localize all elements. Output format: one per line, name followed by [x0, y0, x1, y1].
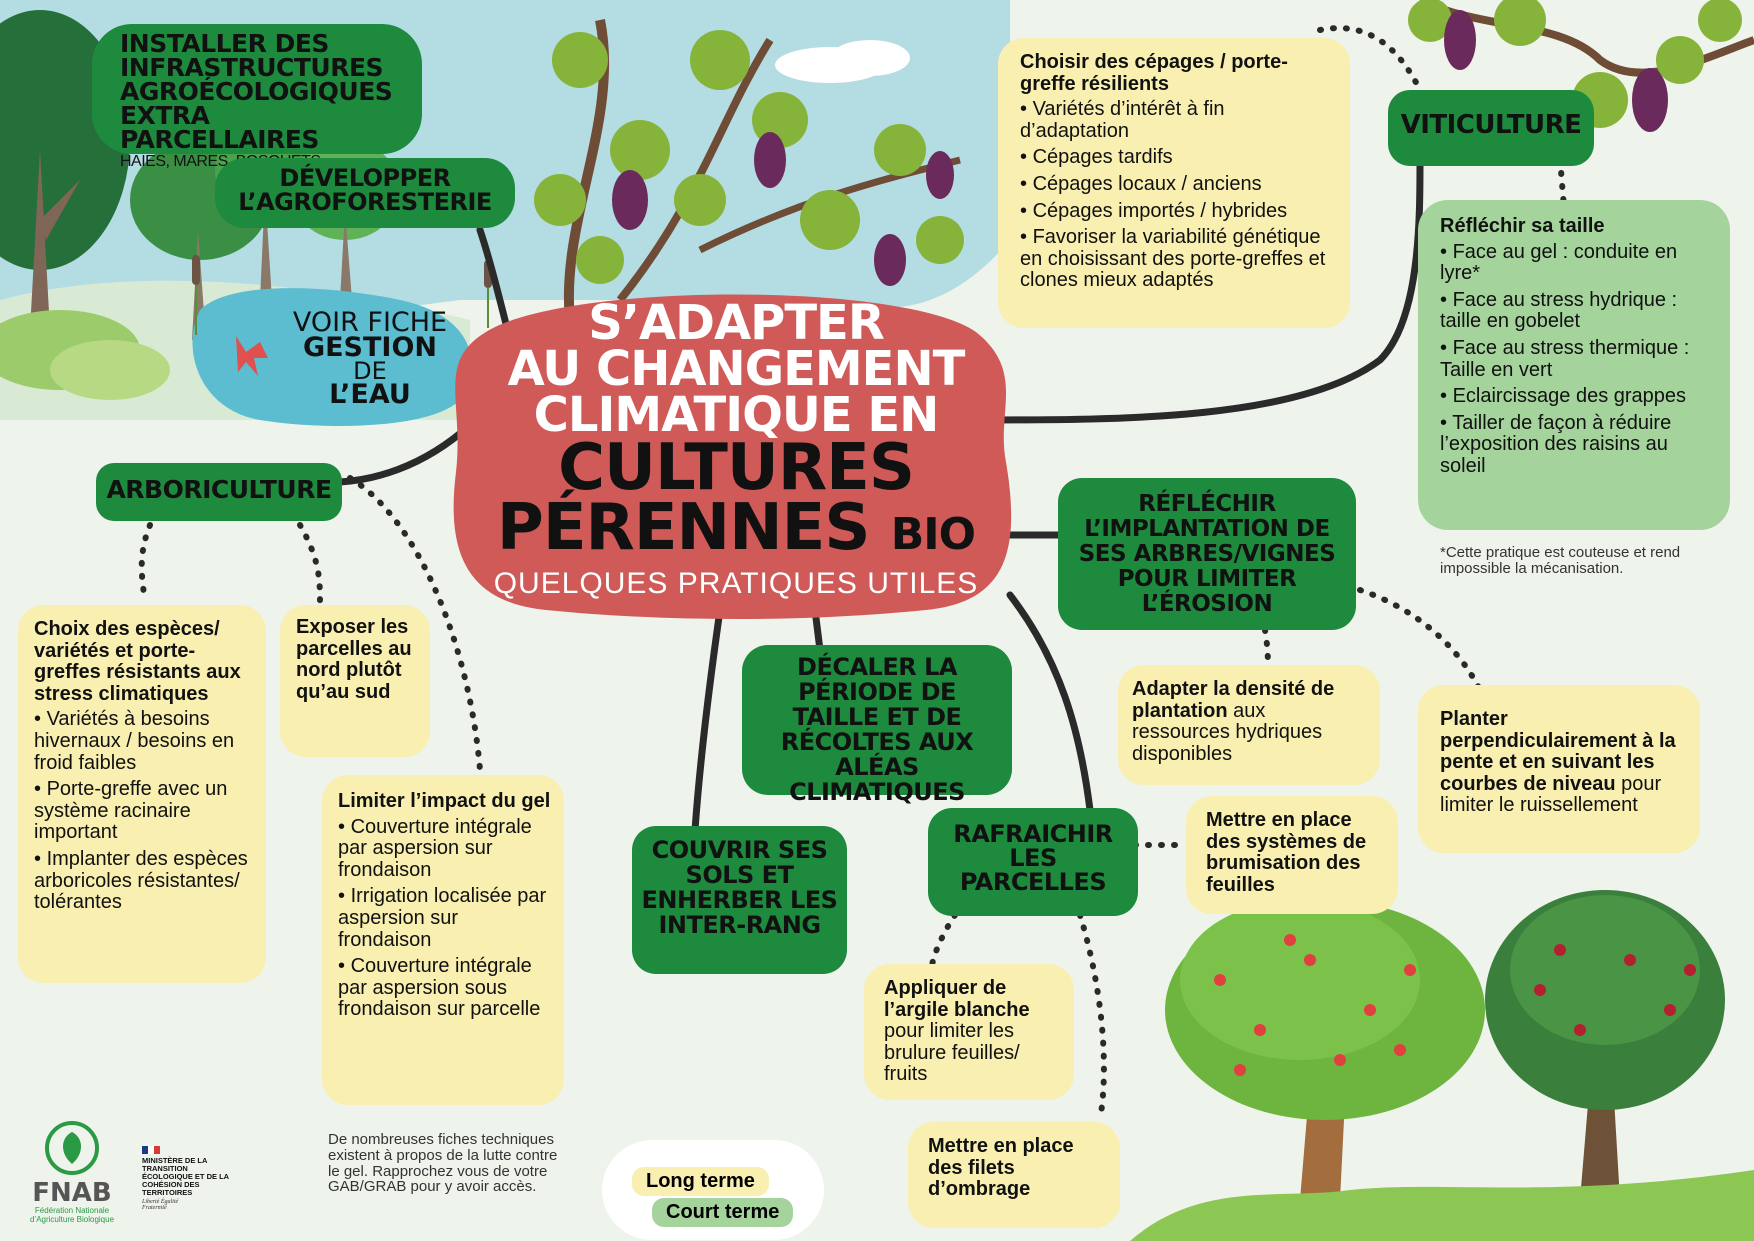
filets-card: Mettre en place des filets d’ombrage	[908, 1122, 1120, 1228]
cepages-item: Cépages importés / hybrides	[1020, 200, 1336, 223]
center-title-perennes: PÉRENNES	[496, 491, 871, 565]
vine-corner-illustration	[1408, 0, 1754, 132]
center-subtitle: QUELQUES PRATIQUES UTILES	[493, 567, 979, 600]
agroforesterie-title: DÉVELOPPER L’AGROFORESTERIE	[238, 164, 492, 216]
infrastructures-node: INSTALLER DES INFRASTRUCTURES AGROÉCOLOG…	[92, 24, 422, 170]
fnab-subtitle: Fédération Nationale d’Agriculture Biolo…	[29, 1206, 115, 1224]
couvrir-node: COUVRIR SES SOLS ET ENHERBER LES INTER-R…	[632, 826, 847, 974]
taille-item: Face au stress thermique : Taille en ver…	[1440, 337, 1718, 381]
fnab-name: FNAB	[32, 1178, 112, 1208]
choix-especes-card: Choix des espèces/ variétés et porte-gre…	[18, 605, 266, 983]
gel-list: Couverture intégrale par aspersion sur f…	[338, 816, 554, 1021]
taille-card: Réfléchir sa taille Face au gel : condui…	[1418, 200, 1730, 530]
densite-rest: aux ressources hydriques disponibles	[1132, 699, 1323, 765]
arrow-icon	[236, 336, 268, 376]
viticulture-label: VITICULTURE	[1400, 110, 1582, 140]
densite-card: Adapter la densité de plantation aux res…	[1118, 665, 1380, 785]
voir-fiche-line1: VOIR FICHE	[292, 307, 448, 338]
pond-shape	[192, 288, 472, 426]
ministere-name: MINISTÈRE DE LA TRANSITION ÉCOLOGIQUE ET…	[142, 1156, 229, 1197]
decaler-label: DÉCALER LA PÉRIODE DE TAILLE ET DE RÉCOL…	[780, 653, 974, 806]
cepages-item: Favoriser la variabilité génétique en ch…	[1020, 226, 1336, 292]
fnab-logo: FNAB Fédération Nationale d’Agriculture …	[22, 1120, 122, 1224]
exposer-text: Exposer les parcelles au nord plutôt qu’…	[296, 616, 412, 703]
taille-item: Face au stress hydrique : taille en gobe…	[1440, 289, 1718, 333]
gel-note: De nombreuses fiches techniques existent…	[328, 1131, 558, 1196]
center-title-line2: AU CHANGEMENT	[507, 341, 966, 397]
ministere-devise: Liberté Égalité Fraternité	[142, 1199, 179, 1211]
cepages-item: Cépages tardifs	[1020, 147, 1336, 169]
argile-bold: Appliquer de l’argile blanche	[884, 977, 1030, 1021]
center-blob	[453, 294, 1012, 619]
arboriculture-node: ARBORICULTURE	[96, 463, 342, 521]
brumisation-card: Mettre en place des systèmes de brumisat…	[1186, 796, 1398, 914]
gel-item: Couverture intégrale par aspersion sous …	[338, 955, 554, 1021]
infrastructures-title: INSTALLER DES INFRASTRUCTURES AGROÉCOLOG…	[120, 29, 393, 154]
legend-short-term: Court terme	[652, 1198, 794, 1227]
legend: Long terme Court terme	[602, 1140, 824, 1240]
brumisation-text: Mettre en place des systèmes de brumisat…	[1206, 809, 1367, 896]
gel-item: Couverture intégrale par aspersion sur f…	[338, 816, 554, 882]
choix-especes-list: Variétés à besoins hivernaux / besoins e…	[34, 709, 256, 913]
center-title-line4: CULTURES	[558, 431, 915, 505]
fnab-leaf-icon	[45, 1121, 99, 1175]
planter-bold: Planter perpendiculairement à la pente e…	[1440, 708, 1676, 795]
agroforesterie-node: DÉVELOPPER L’AGROFORESTERIE	[215, 158, 515, 228]
cepages-item: Variétés d’intérêt à fin d’adaptation	[1020, 98, 1336, 142]
center-title-bio: BIO	[890, 509, 976, 560]
argile-card: Appliquer de l’argile blanche pour limit…	[864, 964, 1074, 1100]
legend-long-term: Long terme	[632, 1167, 769, 1196]
taille-item: Eclaircissage des grappes	[1440, 386, 1718, 408]
couvrir-label: COUVRIR SES SOLS ET ENHERBER LES INTER-R…	[641, 836, 838, 939]
cepages-item: Cépages locaux / anciens	[1020, 173, 1336, 196]
argile-rest: pour limiter les brulure feuilles/ fruit…	[884, 1020, 1020, 1086]
decaler-node: DÉCALER LA PÉRIODE DE TAILLE ET DE RÉCOL…	[742, 645, 1012, 805]
arboriculture-label: ARBORICULTURE	[106, 475, 332, 504]
center-title-line1: S’ADAPTER	[588, 295, 885, 351]
ministere-logo: MINISTÈRE DE LA TRANSITION ÉCOLOGIQUE ET…	[142, 1146, 232, 1211]
gel-card: Limiter l’impact du gel Couverture intég…	[322, 775, 564, 1105]
viticulture-node: VITICULTURE	[1388, 90, 1594, 166]
taille-item: Tailler de façon à réduire l’exposition …	[1440, 412, 1718, 478]
choix-item: Porte-greffe avec un système racinaire i…	[34, 778, 256, 844]
taille-item: Face au gel : conduite en lyre*	[1440, 241, 1718, 285]
filets-text: Mettre en place des filets d’ombrage	[928, 1135, 1074, 1201]
taille-list: Face au gel : conduite en lyre* Face au …	[1440, 241, 1718, 478]
center-title-line3: CLIMATIQUE EN	[533, 387, 940, 443]
center-title: S’ADAPTER AU CHANGEMENT CLIMATIQUE EN CU…	[446, 295, 1026, 601]
densite-bold: Adapter la densité de plantation	[1132, 678, 1335, 722]
voir-fiche-line4: L’EAU	[329, 379, 411, 410]
cepages-list: Variétés d’intérêt à fin d’adaptation Cé…	[1020, 98, 1336, 292]
cepages-card: Choisir des cépages / porte-greffe résil…	[998, 38, 1350, 328]
planter-card: Planter perpendiculairement à la pente e…	[1418, 685, 1700, 853]
voir-fiche-line2: GESTION	[302, 332, 438, 363]
taille-title: Réfléchir sa taille	[1440, 215, 1605, 237]
taille-footnote: *Cette pratique est couteuse et rend imp…	[1440, 544, 1681, 577]
choix-especes-title: Choix des espèces/ variétés et porte-gre…	[34, 618, 241, 705]
gel-item: Irrigation localisée par aspersion sur f…	[338, 886, 554, 951]
choix-item: Implanter des espèces arboricoles résist…	[34, 848, 256, 914]
gel-title: Limiter l’impact du gel	[338, 790, 551, 812]
implantation-node: RÉFLÉCHIR L’IMPLANTATION DE SES ARBRES/V…	[1058, 478, 1356, 630]
exposer-card: Exposer les parcelles au nord plutôt qu’…	[280, 605, 430, 757]
vine-illustration	[534, 19, 964, 321]
rafraichir-node: RAFRAICHIR LES PARCELLES	[928, 808, 1138, 916]
fruit-trees-illustration	[1130, 890, 1754, 1241]
center-title-line5: PÉRENNES BIO	[446, 496, 1026, 565]
implantation-label: RÉFLÉCHIR L’IMPLANTATION DE SES ARBRES/V…	[1078, 491, 1336, 617]
cepages-title: Choisir des cépages / porte-greffe résil…	[1020, 51, 1288, 95]
choix-item: Variétés à besoins hivernaux / besoins e…	[34, 709, 256, 774]
voir-fiche-link[interactable]: VOIR FICHE GESTION DE L’EAU	[270, 307, 470, 410]
rafraichir-label: RAFRAICHIR LES PARCELLES	[953, 820, 1113, 896]
planter-rest: pour limiter le ruissellement	[1440, 772, 1662, 817]
voir-fiche-line3: DE	[353, 357, 387, 385]
french-flag-icon	[142, 1146, 160, 1154]
